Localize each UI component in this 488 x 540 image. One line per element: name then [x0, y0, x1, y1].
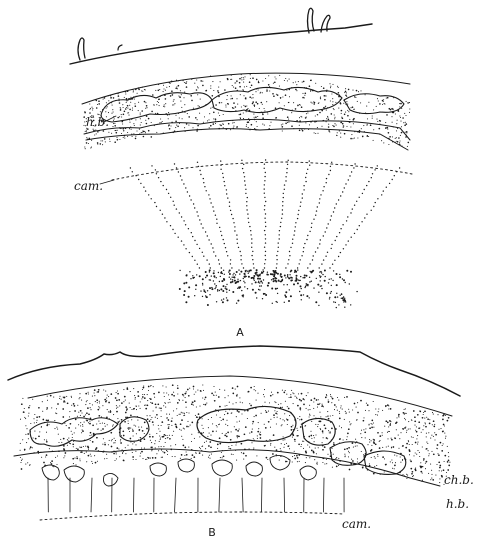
figure-a-hard-bast: [84, 87, 410, 150]
figure-b-cambium-line: [40, 512, 344, 520]
figure-a-hair-small: [118, 45, 122, 50]
figure-a-hair-left: [78, 38, 85, 60]
figure-a: h.b. cam. A: [70, 8, 412, 339]
figure-b-label-chb: ch.b.: [444, 473, 474, 487]
figure-b-caption: B: [208, 526, 216, 539]
figure-a-cambium-line: [112, 162, 412, 180]
figure-a-label-hb: h.b.: [86, 115, 109, 129]
figure-b-xylem-rays: [48, 478, 344, 512]
figure-a-pith-stipple: [179, 269, 358, 308]
figure-b: ch.b. h.b. cam. B: [8, 346, 474, 539]
figure-a-cortex-stipple: [83, 74, 410, 149]
figure-a-label-cam: cam.: [74, 179, 103, 193]
figure-b-label-cam: cam.: [342, 517, 371, 531]
figure-a-hair-right-1: [308, 8, 315, 33]
figure-a-caption: A: [236, 326, 244, 339]
figure-b-epidermis: [8, 346, 460, 396]
figure-b-label-hb: h.b.: [446, 497, 469, 511]
figure-b-cell-clusters: [42, 455, 316, 486]
figure-a-xylem-rays: [130, 159, 401, 268]
